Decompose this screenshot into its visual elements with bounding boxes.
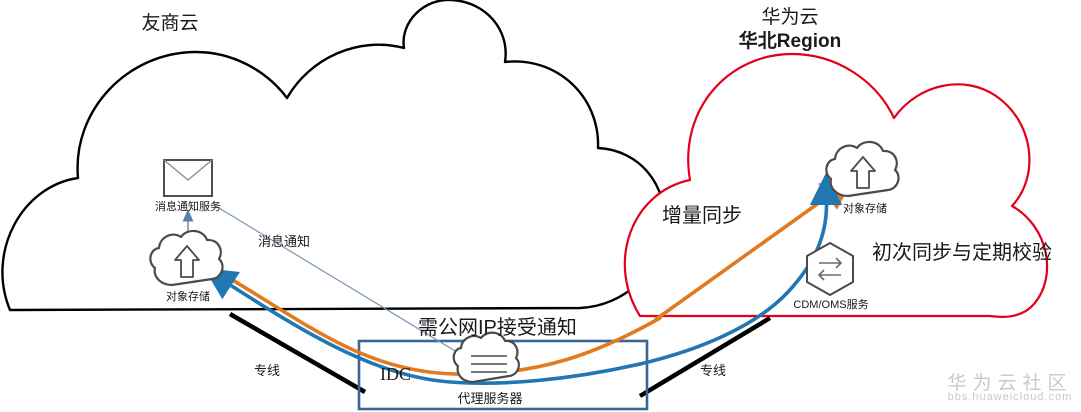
leased-line-left <box>228 312 367 394</box>
initial-flow-line <box>203 190 829 385</box>
smn-node-label: 消息通知服务 <box>155 201 221 213</box>
notify-link-line <box>213 204 473 362</box>
obs-right-node-label: 对象存储 <box>843 203 887 215</box>
proxy-node-label: 代理服务器 <box>457 391 523 406</box>
cdm-oms-node-label: CDM/OMS服务 <box>793 299 869 311</box>
idc-label: IDC <box>380 364 411 384</box>
hexagon-exchange-icon <box>806 242 854 296</box>
leased-line-right <box>638 316 772 398</box>
cloud-upload-icon-right <box>825 140 900 198</box>
left-cloud-title: 友商云 <box>141 13 199 34</box>
watermark-title: 华为云社区 <box>947 373 1073 394</box>
obs-left-node-label: 对象存储 <box>166 291 210 303</box>
leased-line-right-label: 专线 <box>700 363 727 378</box>
right-cloud-title-line2: 华北Region <box>738 31 842 52</box>
initial-sync-label: 初次同步与定期校验 <box>872 242 1052 264</box>
cloud-upload-icon-left <box>149 229 224 287</box>
left-cloud-shape <box>1 0 666 312</box>
envelope-icon <box>163 159 213 197</box>
leased-line-left-label: 专线 <box>254 363 281 378</box>
right-cloud-title-line1: 华为云 <box>761 7 819 28</box>
incremental-flow-line <box>210 266 662 376</box>
incremental-sync-label: 增量同步 <box>662 205 742 227</box>
watermark-url: bbs.huaweicloud.com <box>947 391 1073 403</box>
public-ip-note-label: 需公网IP接受通知 <box>418 317 577 339</box>
notify-link-label: 消息通知 <box>258 234 311 249</box>
cloud-server-icon <box>452 331 520 384</box>
